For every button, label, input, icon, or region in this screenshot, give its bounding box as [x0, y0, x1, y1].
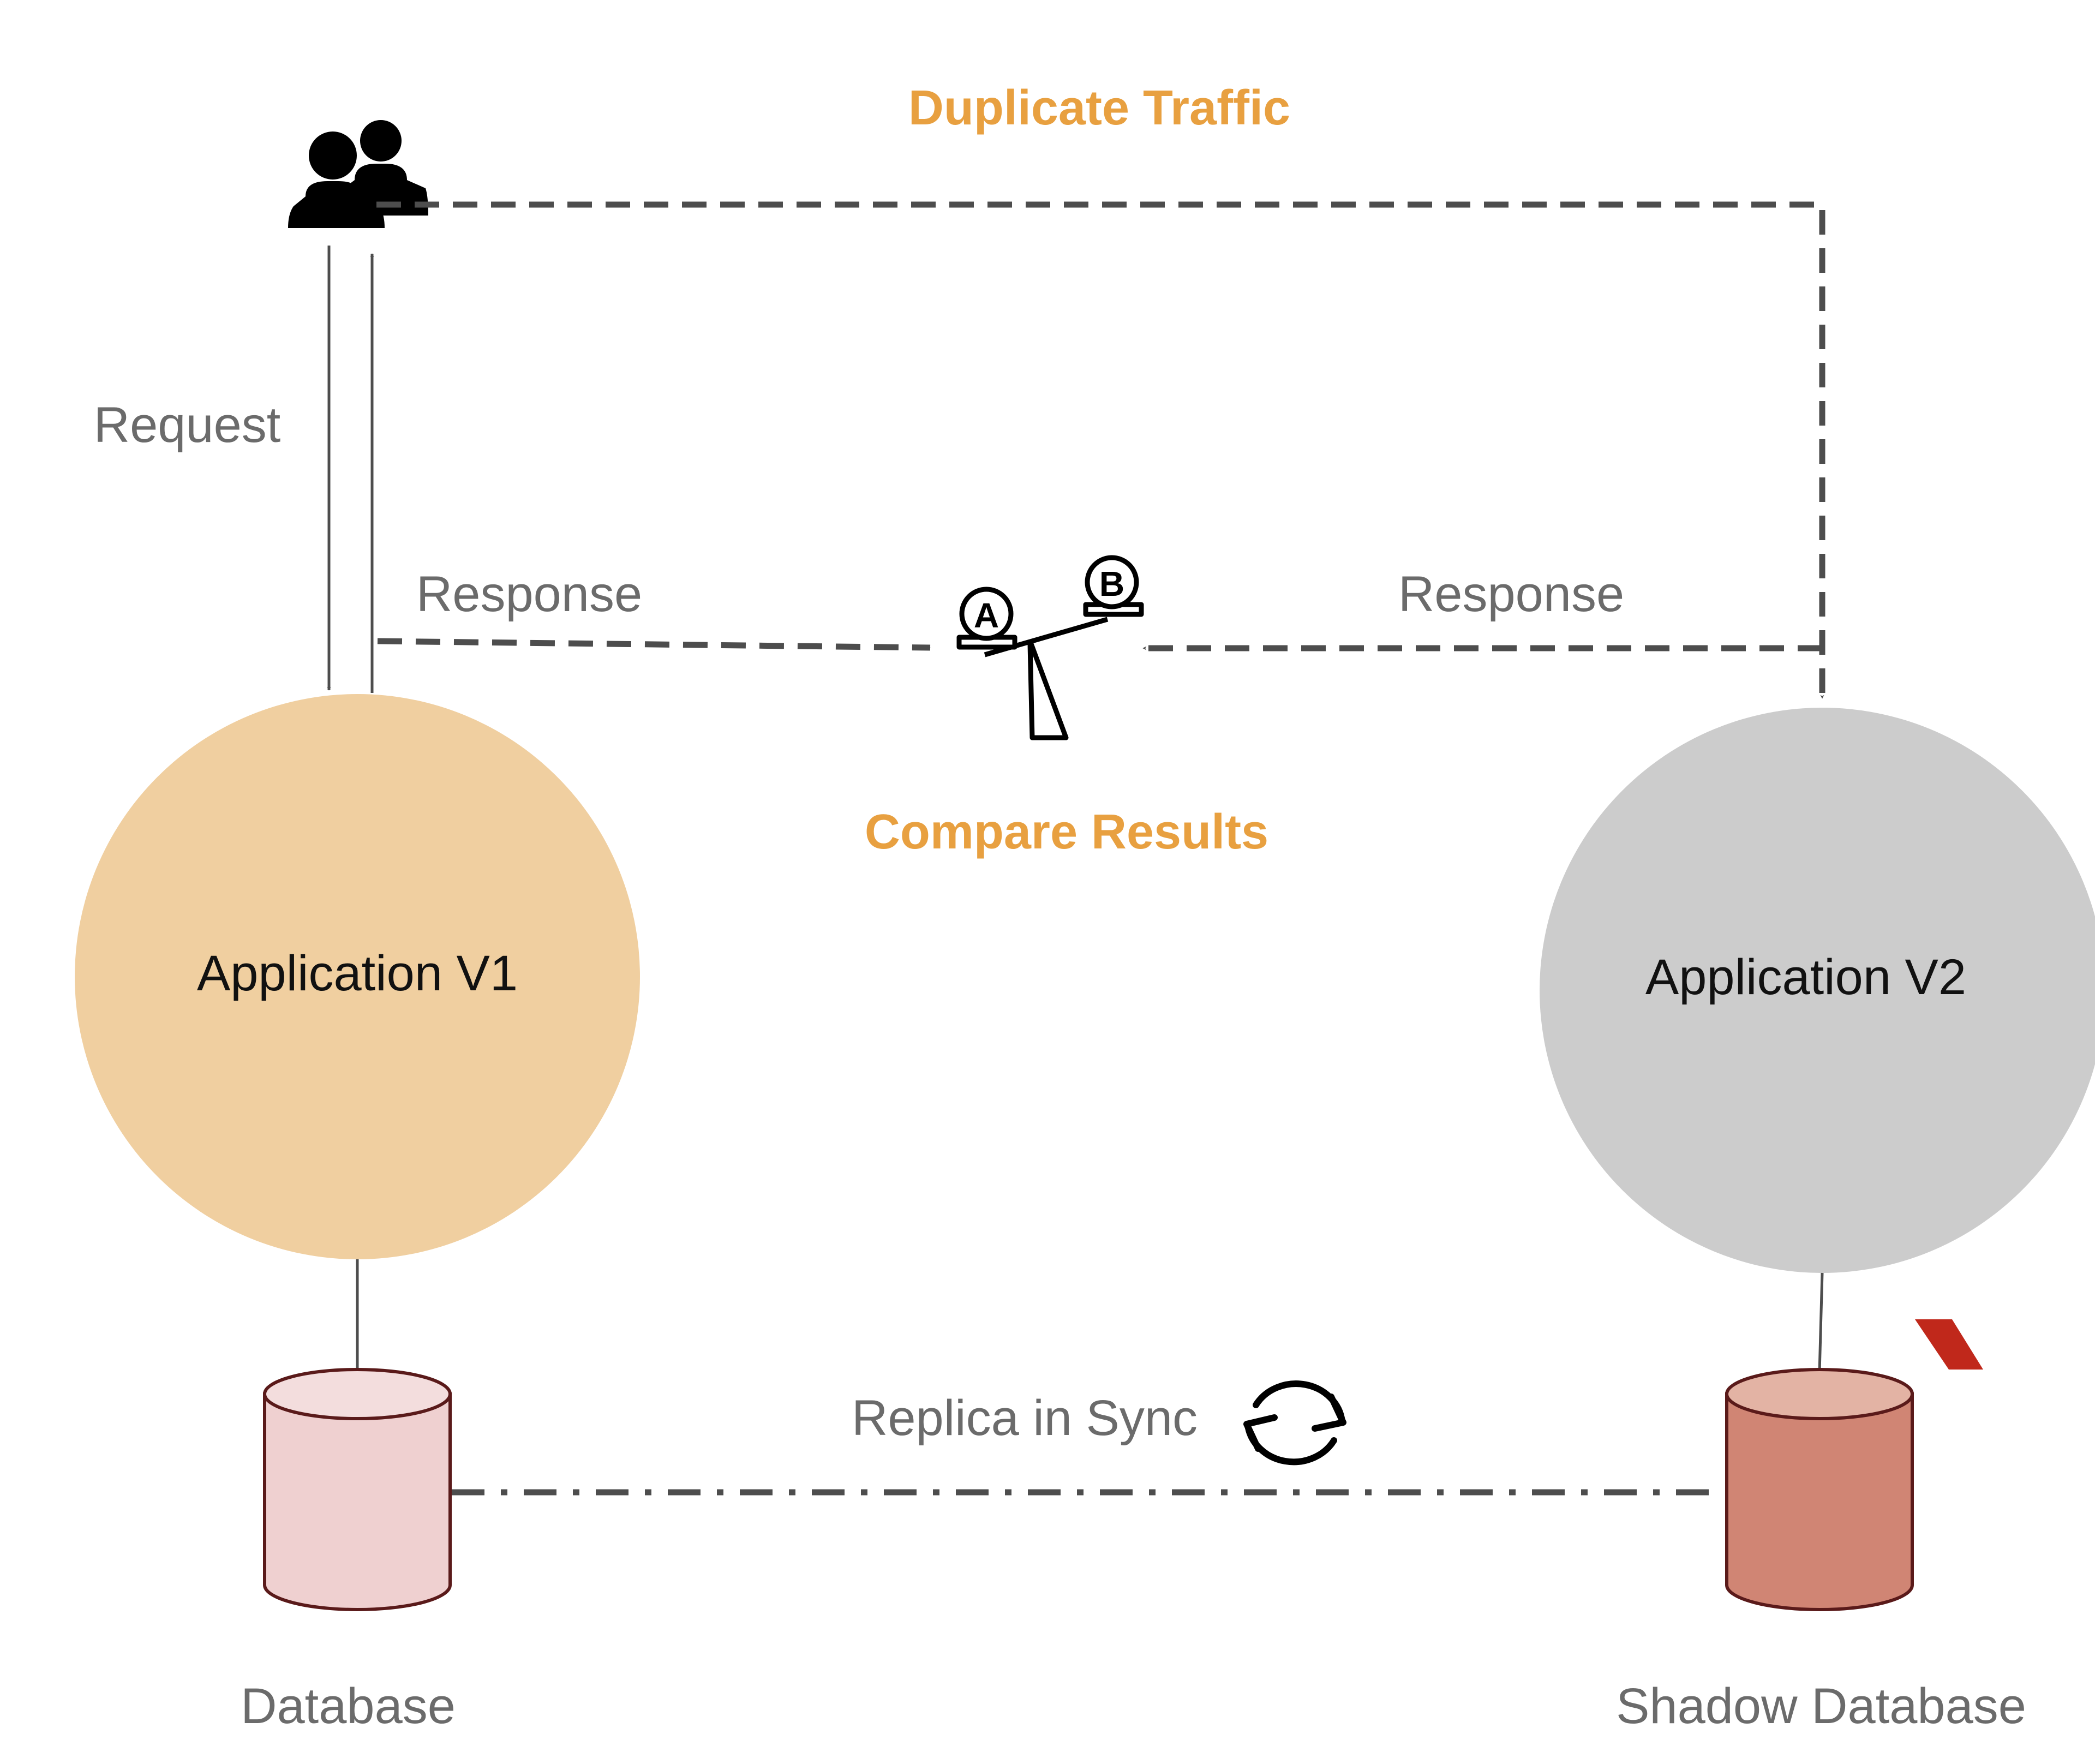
sync-icon [1243, 1380, 1346, 1466]
duplicate-traffic-label: Duplicate Traffic [908, 81, 1290, 135]
database-label: Database [241, 1678, 456, 1734]
application-v1-node [75, 694, 640, 1259]
replica-in-sync-label: Replica in Sync [852, 1390, 1198, 1446]
red-marker-shape [1915, 1319, 1983, 1370]
application-v2-node [1540, 708, 2095, 1273]
users-icon [288, 120, 428, 228]
application-v2-label: Application V2 [1645, 949, 1966, 1005]
application-v1-label: Application V1 [197, 946, 518, 1001]
response-left-label: Response [416, 566, 642, 622]
shadow-database-label: Shadow Database [1616, 1678, 2026, 1734]
duplicate-traffic-connector [376, 201, 1825, 699]
response-right-label: Response [1398, 566, 1624, 622]
scale-letter-a: A [974, 596, 999, 635]
compare-results-label: Compare Results [865, 805, 1268, 859]
app-v2-shadow-db-connector [1818, 1272, 1824, 1373]
shadow-database-cylinder [1725, 1368, 1914, 1611]
balance-scale-icon [956, 555, 1144, 740]
response-left-connector [377, 638, 931, 651]
request-label: Request [94, 397, 281, 453]
scale-letter-b: B [1099, 564, 1124, 603]
database-cylinder [263, 1368, 452, 1611]
